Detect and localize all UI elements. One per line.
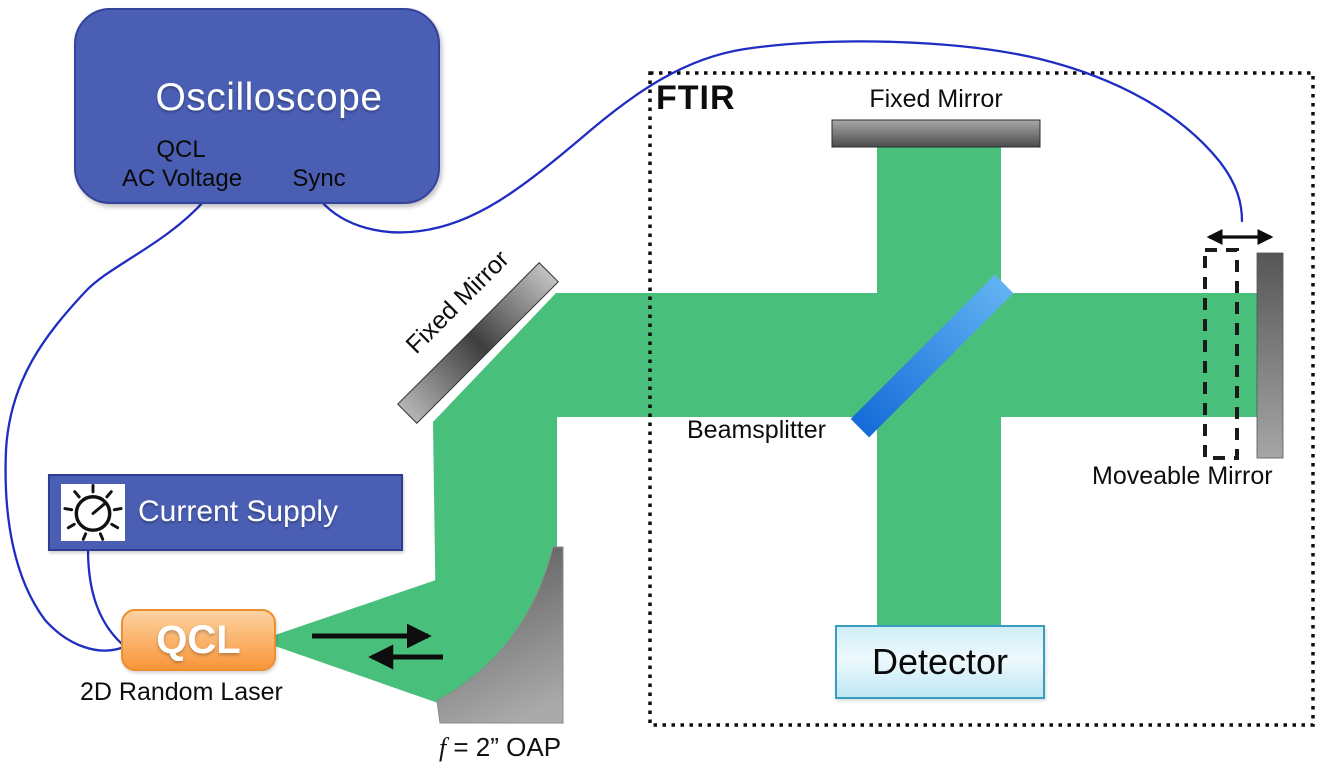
beamsplitter-label: Beamsplitter [687, 416, 826, 444]
fixed-mirror-diagonal [397, 262, 559, 424]
ftir-title: FTIR [656, 79, 736, 117]
oap-label-rest: = 2” OAP [446, 732, 562, 762]
beam-path-main [433, 293, 1257, 703]
oscilloscope-title: Oscilloscope [155, 76, 383, 119]
oscilloscope-port-qcl-line2: AC Voltage [121, 165, 243, 192]
moveable-mirror-label: Moveable Mirror [1092, 462, 1273, 490]
moveable-mirror-home-outline [1203, 248, 1239, 460]
ftir-enclosure-border [648, 71, 1315, 727]
oscilloscope-box: Oscilloscope QCL AC Voltage Sync [74, 8, 440, 204]
fixed-mirror-top [831, 119, 1041, 148]
detector-label: Detector [871, 641, 1009, 682]
wire-current-supply-to-qcl [86, 547, 124, 646]
wire-ac-voltage-to-qcl [4, 198, 207, 652]
qcl-caption: 2D Random Laser [80, 678, 283, 706]
oscilloscope-port-sync: Sync [292, 165, 346, 192]
qcl-label: QCL [156, 617, 241, 662]
beamsplitter [850, 274, 1014, 438]
qcl-box: QCL [121, 609, 276, 671]
moveable-mirror [1256, 252, 1284, 459]
current-supply-label: Current Supply [138, 495, 339, 528]
wire-sync-to-ftir [319, 40, 1244, 234]
beam-qcl-cone [272, 580, 438, 703]
detector-box: Detector [835, 625, 1045, 699]
oap-mirror [436, 546, 564, 724]
oap-label: f = 2” OAP [400, 732, 600, 763]
dial-icon [61, 484, 125, 541]
oap-focal-symbol: f [438, 733, 447, 762]
oscilloscope-port-qcl-line1: QCL [156, 136, 206, 163]
current-supply-box: Current Supply [48, 474, 403, 551]
fixed-mirror-top-label: Fixed Mirror [869, 85, 1003, 113]
